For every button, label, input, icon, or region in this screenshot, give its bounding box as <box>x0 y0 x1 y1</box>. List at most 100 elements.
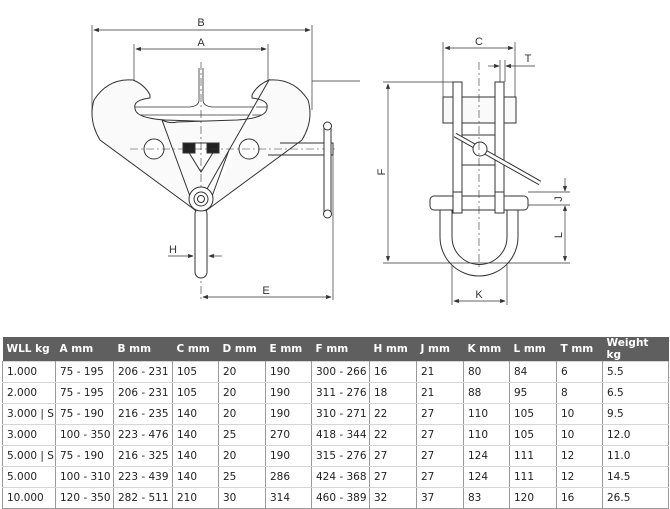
table-cell: 75 - 195 <box>55 361 114 383</box>
column-header: K mm <box>463 337 510 362</box>
table-cell: 140 <box>172 466 219 488</box>
table-cell: 210 <box>172 487 219 509</box>
table-cell: 140 <box>172 403 219 425</box>
table-cell: 110 <box>463 424 510 446</box>
table-cell: 190 <box>265 403 312 425</box>
table-cell: 1.000 <box>2 361 56 383</box>
table-cell: 223 - 439 <box>113 466 173 488</box>
table-cell: 120 - 350 <box>55 487 114 509</box>
table-cell: 111 <box>509 466 557 488</box>
table-cell: 120 <box>509 487 557 509</box>
column-header: E mm <box>265 337 312 362</box>
dim-label-j: J <box>553 196 565 202</box>
column-header: F mm <box>311 337 370 362</box>
dim-label-k: K <box>475 289 483 301</box>
table-cell: 216 - 235 <box>113 403 173 425</box>
table-cell: 9.5 <box>602 403 669 425</box>
table-cell: 3.000 <box>2 424 56 446</box>
table-cell: 460 - 389 <box>311 487 370 509</box>
table-cell: 314 <box>265 487 312 509</box>
column-header: D mm <box>218 337 266 362</box>
table-cell: 30 <box>218 487 266 509</box>
table-cell: 190 <box>265 361 312 383</box>
table-cell: 216 - 325 <box>113 445 173 467</box>
table-cell: 124 <box>463 466 510 488</box>
table-cell: 270 <box>265 424 312 446</box>
table-cell: 20 <box>218 382 266 404</box>
table-cell: 315 - 276 <box>311 445 370 467</box>
table-cell: 22 <box>369 403 417 425</box>
dim-label-l: L <box>553 232 565 238</box>
table-cell: 311 - 276 <box>311 382 370 404</box>
table-cell: 22 <box>369 424 417 446</box>
table-cell: 95 <box>509 382 557 404</box>
table-cell: 2.000 <box>2 382 56 404</box>
dim-label-e: E <box>262 285 269 297</box>
table-cell: 27 <box>416 445 464 467</box>
dim-label-c: C <box>475 36 483 48</box>
dim-label-h: H <box>169 244 177 256</box>
table-cell: 27 <box>369 466 417 488</box>
table-cell: 27 <box>416 424 464 446</box>
table-cell: 6 <box>556 361 603 383</box>
table-cell: 20 <box>218 361 266 383</box>
table-cell: 140 <box>172 445 219 467</box>
table-cell: 282 - 511 <box>113 487 173 509</box>
table-cell: 100 - 350 <box>55 424 114 446</box>
table-cell: 105 <box>172 382 219 404</box>
table-cell: 75 - 190 <box>55 445 114 467</box>
table-cell: 37 <box>416 487 464 509</box>
table-cell: 6.5 <box>602 382 669 404</box>
table-cell: 10.000 <box>2 487 56 509</box>
column-header: C mm <box>172 337 219 362</box>
dim-label-a: A <box>197 37 205 49</box>
table-cell: 75 - 195 <box>55 382 114 404</box>
table-cell: 5.5 <box>602 361 669 383</box>
table-cell: 223 - 476 <box>113 424 173 446</box>
table-cell: 20 <box>218 445 266 467</box>
column-header: WLL kg <box>2 337 56 362</box>
table-cell: 32 <box>369 487 417 509</box>
table-cell: 286 <box>265 466 312 488</box>
table-cell: 80 <box>463 361 510 383</box>
table-cell: 12.0 <box>602 424 669 446</box>
table-cell: 21 <box>416 361 464 383</box>
table-cell: 10 <box>556 424 603 446</box>
front-view <box>91 25 360 300</box>
table-cell: 100 - 310 <box>55 466 114 488</box>
table-cell: 8 <box>556 382 603 404</box>
column-header: L mm <box>509 337 557 362</box>
table-cell: 12 <box>556 445 603 467</box>
table-cell: 16 <box>556 487 603 509</box>
table-cell: 110 <box>463 403 510 425</box>
table-cell: 5.000 <box>2 466 56 488</box>
table-cell: 124 <box>463 445 510 467</box>
dim-label-f: F <box>376 168 388 175</box>
table-cell: 11.0 <box>602 445 669 467</box>
table-cell: 16 <box>369 361 417 383</box>
table-cell: 418 - 344 <box>311 424 370 446</box>
table-cell: 3.000 | S <box>2 403 56 425</box>
table-cell: 105 <box>509 424 557 446</box>
table-cell: 206 - 231 <box>113 382 173 404</box>
table-cell: 424 - 368 <box>311 466 370 488</box>
table-cell: 84 <box>509 361 557 383</box>
table-cell: 12 <box>556 466 603 488</box>
table-cell: 25 <box>218 424 266 446</box>
table-cell: 310 - 271 <box>311 403 370 425</box>
column-header: H mm <box>369 337 417 362</box>
dim-label-t: T <box>525 53 532 65</box>
beam-clamp-technical-drawing: B A H E C T F J L K <box>91 17 570 305</box>
column-header: J mm <box>416 337 464 362</box>
dim-label-b: B <box>197 17 204 29</box>
table-cell: 190 <box>265 445 312 467</box>
table-cell: 26.5 <box>602 487 669 509</box>
table-cell: 5.000 | S <box>2 445 56 467</box>
